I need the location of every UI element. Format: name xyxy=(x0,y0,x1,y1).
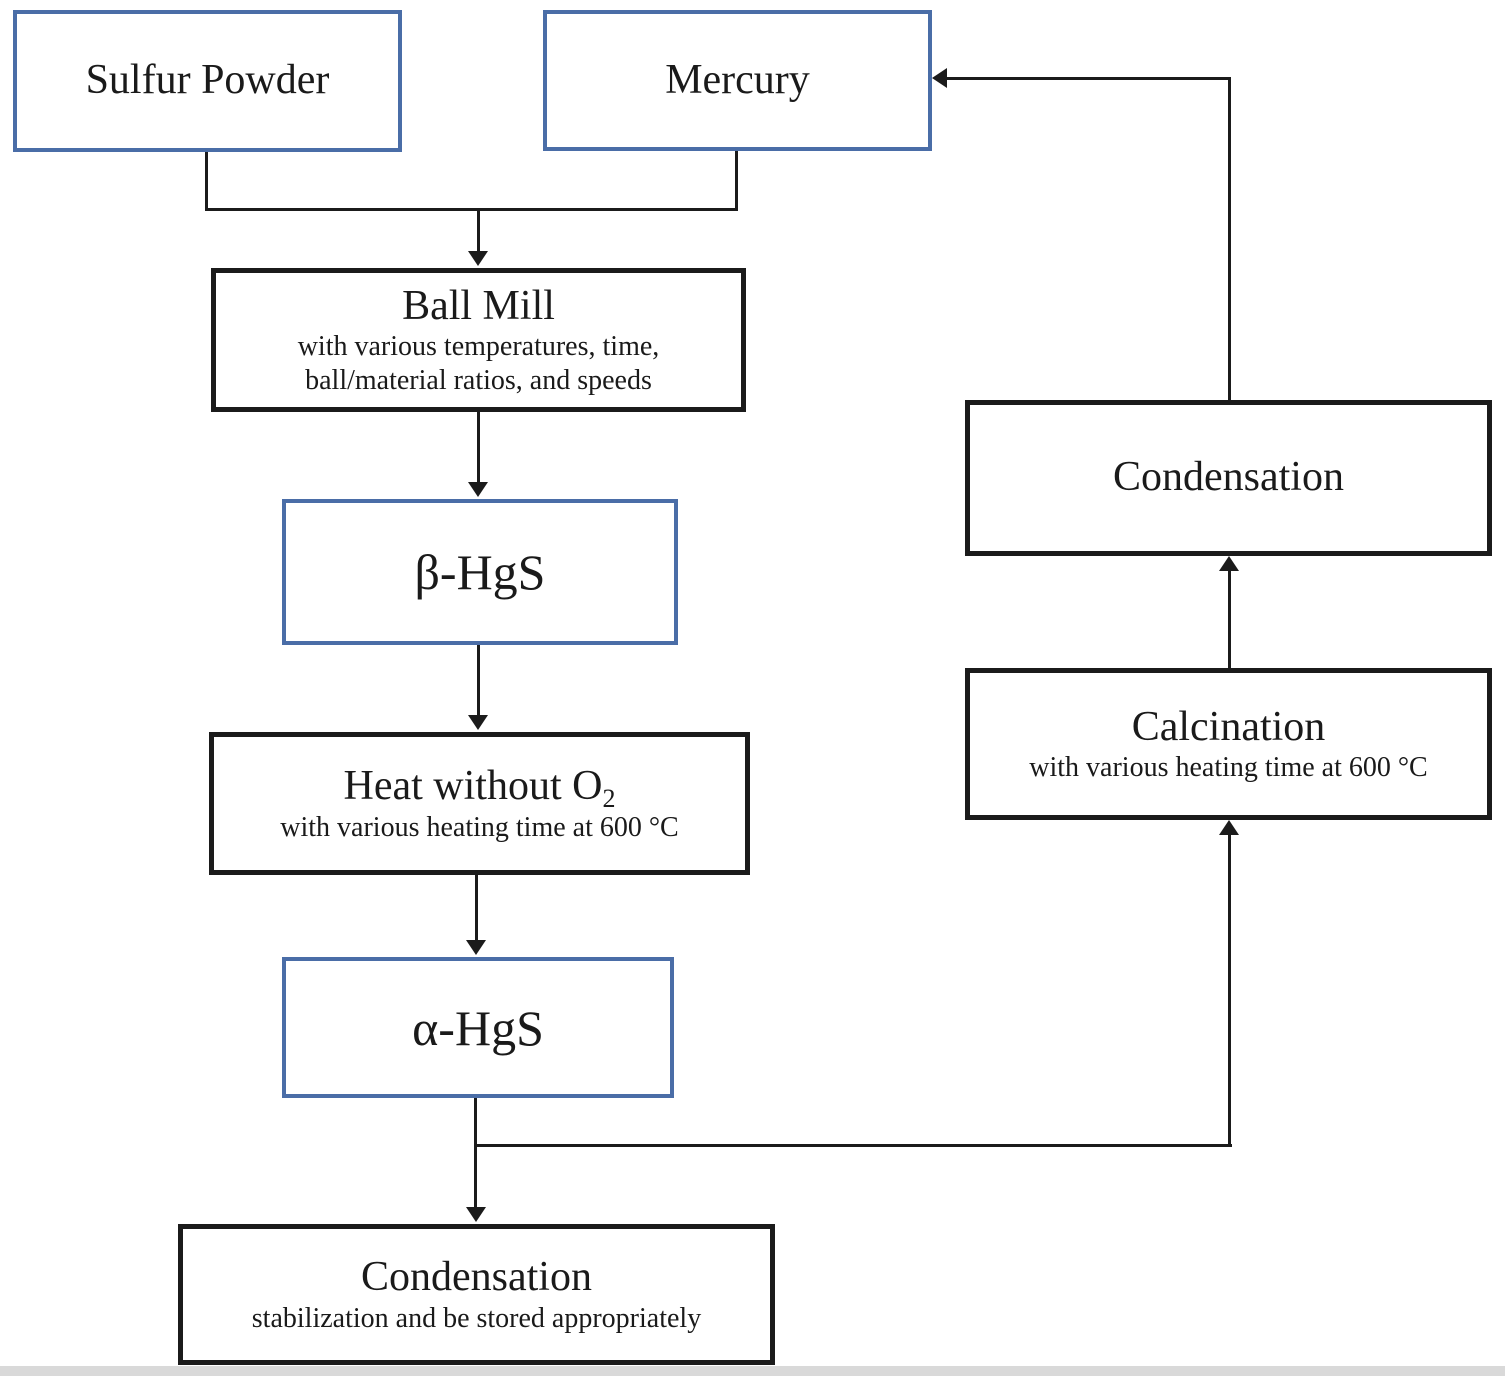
node-condensation-recycle-label: Condensation xyxy=(1113,454,1344,501)
node-condensation-final-sublabel: stabilization and be stored appropriatel… xyxy=(251,1302,702,1334)
node-condensation-recycle: Condensation xyxy=(965,400,1492,556)
edge-calcination-to-condensation-recycle-segment xyxy=(1228,571,1231,670)
node-calcination: Calcination with various heating time at… xyxy=(965,668,1492,820)
node-ball-mill: Ball Mill with various temperatures, tim… xyxy=(211,268,746,412)
image-bottom-edge xyxy=(0,1366,1505,1376)
edge-sulfur-down-segment xyxy=(205,152,208,211)
node-heat-without-o2-label: Heat without O2 xyxy=(343,763,616,814)
edge-heat-to-alpha-hgs-segment xyxy=(475,875,478,942)
node-sulfur-powder-label: Sulfur Powder xyxy=(85,57,330,104)
node-ball-mill-sublabel-2: ball/material ratios, and speeds xyxy=(305,364,652,396)
arrowhead-into-alpha-hgs xyxy=(466,940,486,955)
oxygen-subscript: 2 xyxy=(602,784,616,814)
node-ball-mill-sublabel-1: with various temperatures, time, xyxy=(297,331,660,363)
node-calcination-sublabel: with various heating time at 600 °C xyxy=(1029,752,1428,783)
node-calcination-label: Calcination xyxy=(1131,703,1326,750)
node-condensation-final-label: Condensation xyxy=(361,1254,592,1301)
arrowhead-into-condensation-recycle xyxy=(1219,556,1239,571)
node-condensation-final: Condensation stabilization and be stored… xyxy=(178,1224,775,1365)
edge-to-mercury-horizontal-segment xyxy=(945,77,1231,80)
node-beta-hgs: β-HgS xyxy=(282,499,678,645)
arrowhead-into-heat xyxy=(468,715,488,730)
node-alpha-hgs: α-HgS xyxy=(282,957,674,1098)
node-mercury-label: Mercury xyxy=(665,56,810,103)
arrowhead-into-beta-hgs xyxy=(468,482,488,497)
arrowhead-into-calcination xyxy=(1219,820,1239,835)
edge-branch-up-to-calcination-segment xyxy=(1228,835,1231,1147)
edge-ball-mill-to-beta-hgs-segment xyxy=(477,412,480,484)
node-heat-without-o2-sublabel: with various heating time at 600 °C xyxy=(280,811,679,843)
arrowhead-into-ball-mill xyxy=(468,251,488,266)
edge-condensation-recycle-up-segment xyxy=(1228,78,1231,402)
node-alpha-hgs-label: α-HgS xyxy=(412,999,544,1056)
edge-join-horizontal-segment xyxy=(205,208,738,211)
arrowhead-into-mercury xyxy=(932,68,947,88)
node-heat-without-o2: Heat without O2 with various heating tim… xyxy=(209,732,750,875)
edge-alpha-hgs-to-condensation-segment xyxy=(474,1098,477,1209)
node-sulfur-powder: Sulfur Powder xyxy=(13,10,402,152)
edge-mercury-down-segment xyxy=(735,151,738,211)
edge-branch-horizontal-segment xyxy=(474,1144,1232,1147)
edge-beta-hgs-to-heat-segment xyxy=(477,645,480,717)
edge-to-ball-mill-segment xyxy=(477,208,480,254)
node-beta-hgs-label: β-HgS xyxy=(414,544,546,600)
node-ball-mill-label: Ball Mill xyxy=(402,283,555,330)
node-mercury: Mercury xyxy=(543,10,932,151)
arrowhead-into-condensation-final xyxy=(466,1207,486,1222)
